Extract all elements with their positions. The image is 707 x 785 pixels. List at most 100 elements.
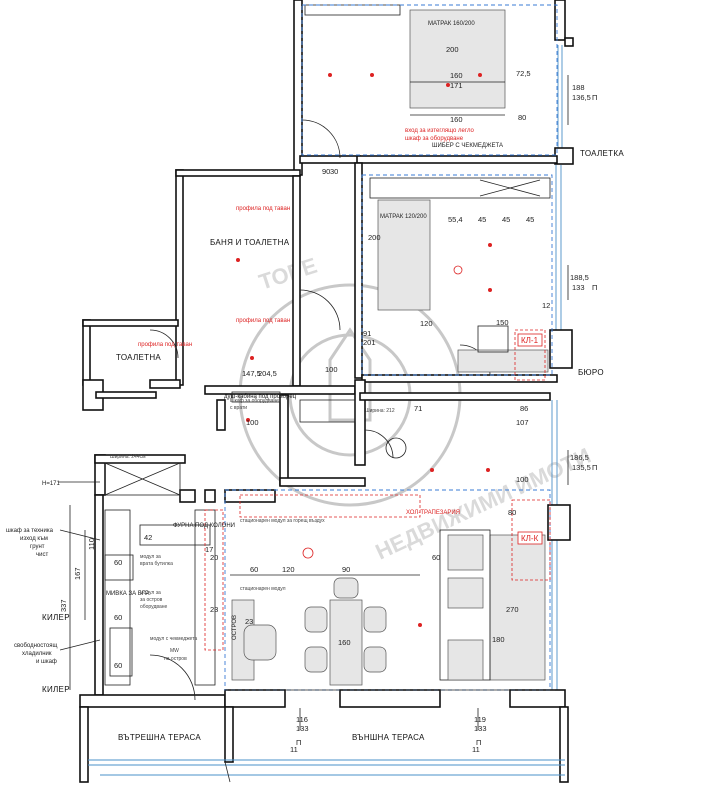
badges: КЛ-1 КЛ-К: [517, 333, 543, 545]
dim-116: 116: [296, 715, 308, 724]
dim-30: 30: [330, 167, 338, 176]
dim-119: 119: [474, 715, 486, 724]
note-k12: Шкаф за оборудване: [230, 398, 279, 404]
dim-270: 270: [506, 605, 519, 614]
note-left-2: изход към: [20, 536, 48, 542]
note-k4: за остров: [140, 597, 163, 603]
room-office: БЮРО: [578, 368, 604, 377]
red-notes: профила под таван профила под таван проф…: [138, 128, 475, 516]
dim-337: 337: [59, 599, 68, 612]
sofa: [489, 534, 546, 681]
dim-60c: 60: [114, 558, 122, 567]
dim-186-5: 186,5: [570, 453, 589, 462]
dim-200b: 200: [368, 233, 381, 242]
dim-110: 110: [87, 538, 96, 550]
dim-71: 71: [414, 404, 422, 413]
dim-200: 200: [446, 45, 459, 54]
dim-p4: П: [296, 738, 301, 747]
dim-p2: П: [592, 283, 597, 292]
dim-23: 23: [245, 617, 253, 626]
dim-160c: 160: [338, 638, 351, 647]
note-left-1: шкаф за техника: [6, 528, 54, 534]
dim-60e: 60: [114, 613, 122, 622]
dim-188-5: 188,5: [570, 273, 589, 282]
dim-12: 12: [542, 301, 550, 310]
note-k3: модул за: [140, 590, 161, 596]
note-k10: стационарен модул за горещ въздух: [240, 518, 325, 524]
dim-133: 133: [572, 283, 585, 292]
dim-120b: 120: [282, 565, 295, 574]
dim-107: 107: [516, 418, 529, 427]
note-k15: Ширина: 212: [365, 408, 395, 414]
note-left-4: чист: [36, 552, 48, 558]
note-k8: МW: [170, 648, 179, 654]
ceiling-lights: [236, 73, 492, 627]
dim-60d: 60: [114, 661, 122, 670]
dim-204-5: 204,5: [258, 369, 277, 378]
badge-kl2: КЛ-К: [521, 534, 539, 543]
dim-135-5: 135,5: [572, 463, 591, 472]
dim-45a: 45: [478, 215, 486, 224]
dim-180: 180: [492, 635, 505, 644]
bed-note: вход за изтеглящо легло: [405, 128, 475, 134]
walls: [79, 0, 574, 783]
dim-91: 91: [363, 329, 371, 338]
note-h171: Н=171: [42, 481, 61, 487]
dim-55-4: 55,4: [448, 215, 463, 224]
sink-label: МИВКА ЗА БГР: [106, 591, 149, 597]
dim-42: 42: [144, 533, 152, 542]
dim-160b: 160: [450, 115, 463, 124]
furniture: [104, 4, 551, 686]
dim-60: 60: [432, 553, 440, 562]
kitchen-note: ХОЛ-ТРАПЕЗАРИЯ: [406, 510, 460, 516]
room-closet-bottom: КИЛЕР: [42, 685, 70, 694]
dim-80: 80: [518, 113, 526, 122]
note-k13: с врати: [230, 405, 247, 411]
dim-133c: 133: [474, 724, 487, 733]
room-toilet: ТОАЛЕТНА: [116, 353, 161, 362]
profile-note-3: профила под таван: [138, 342, 192, 348]
bed-top: [409, 9, 506, 109]
kitchen-notes: модул за врата бутилка модул за за остро…: [110, 398, 395, 662]
dim-133b: 133: [296, 724, 309, 733]
dim-80b: 80: [508, 508, 516, 517]
dim-188: 188: [572, 83, 585, 92]
dim-201: 201: [363, 338, 376, 347]
room-toilet-right: ТОАЛЕТКА: [580, 149, 624, 158]
room-labels: БАНЯ И ТОАЛЕТНА ТОАЛЕТНА ТОАЛЕТКА БЮРО В…: [42, 149, 624, 742]
island-label: ОСТРОВ: [232, 615, 238, 640]
dim-72-5: 72,5: [516, 69, 531, 78]
dim-23b: 23: [210, 605, 218, 614]
dim-120: 120: [420, 319, 433, 328]
dim-45b: 45: [502, 215, 510, 224]
dim-p3: П: [592, 463, 597, 472]
dining-table: [329, 599, 363, 686]
dimension-lines: [69, 75, 569, 730]
note-left-5: свободностоящ: [14, 643, 58, 649]
dim-90: 90: [322, 167, 330, 176]
left-notes: шкаф за техника изход към грунт чист сво…: [6, 481, 101, 665]
hood-label: ШИБЕР С ЧЕКМЕДЖЕТА: [432, 143, 503, 149]
dim-171: 171: [450, 81, 463, 90]
dim-100: 100: [325, 365, 338, 374]
dim-60b: 60: [250, 565, 258, 574]
room-inner-terrace: ВЪТРЕШНА ТЕРАСА: [118, 733, 201, 742]
dim-160: 160: [450, 71, 463, 80]
note-k2: врата бутилка: [140, 561, 173, 567]
dim-100b: 100: [516, 475, 529, 484]
dim-100c: 100: [246, 418, 259, 427]
dim-90b: 90: [342, 565, 350, 574]
shower-label: душ-кабина под прозорец: [224, 394, 297, 400]
badge-kl1: КЛ-1: [521, 336, 539, 345]
dim-147-5: 147,5: [242, 369, 261, 378]
room-closet-top: КИЛЕР: [42, 613, 70, 622]
svg-text:ТОРЕ: ТОРЕ: [256, 253, 320, 295]
note-k5: оборудване: [140, 604, 168, 610]
note-k9: на остров: [164, 656, 187, 662]
dim-20: 20: [210, 553, 218, 562]
mattress-top: МАТРАК 160/200: [428, 21, 475, 27]
dim-167: 167: [73, 567, 82, 580]
oven-columns-label: ФУРНА ПОД КОЛОНИ: [173, 523, 235, 529]
note-left-7: и шкаф: [36, 659, 57, 665]
